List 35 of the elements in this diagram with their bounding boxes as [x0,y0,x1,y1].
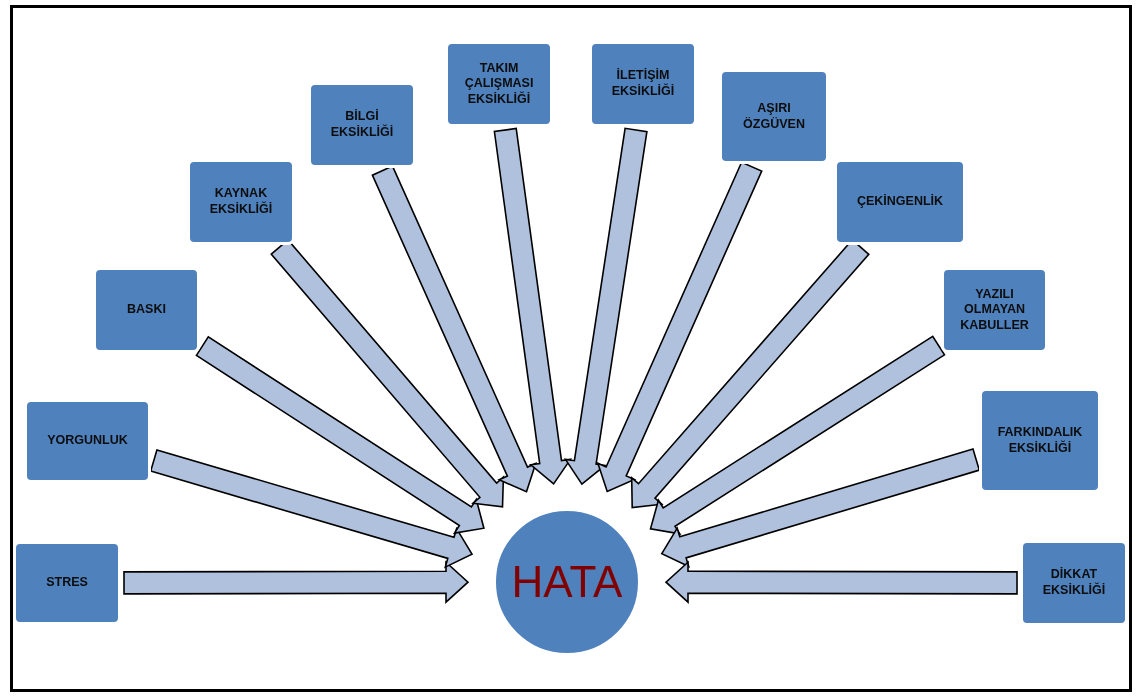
node-label: YORGUNLUK [47,433,128,449]
node-label: AŞIRI ÖZGÜVEN [742,100,806,133]
cause-box [446,42,552,126]
block-arrow [493,127,573,486]
block-arrow [563,127,648,486]
node-label: FARKINDALIK EKSİKLİĞİ [996,424,1084,457]
block-arrow [596,161,763,493]
block-arrow [660,448,981,568]
block-arrow [664,560,1018,604]
block-arrow [195,335,485,535]
cause-box [590,42,696,126]
node-label: ÇEKİNGENLİK [856,194,944,210]
node-label: DİKKAT EKSİKLİĞİ [1041,567,1107,599]
node-label: YAZILI OLMAYAN KABULLER [959,286,1030,334]
node-label: TAKIM ÇALIŞMASI EKSİKLİĞİ [463,60,535,108]
cause-box [94,268,199,352]
cause-box [14,542,120,624]
cause-box [835,160,965,244]
node-label: STRES [46,575,88,591]
cause-box [942,268,1047,352]
cause-box [188,160,294,244]
node-label: İLETİŞİM EKSİKLİĞİ [610,68,676,100]
cause-box [1021,541,1127,625]
node-label: HATA [511,557,623,607]
cause-box [720,70,828,163]
block-arrow [649,335,946,535]
node-label: BİLGİ EKSİKLİĞİ [329,109,395,141]
block-arrow [123,560,470,604]
block-arrow [371,165,538,493]
cause-box [25,400,150,482]
cause-box [309,83,415,167]
node-label: KAYNAK EKSİKLİĞİ [208,186,274,218]
node-label: BASKI [127,302,166,318]
cause-box [980,389,1100,492]
block-arrow [149,449,474,569]
